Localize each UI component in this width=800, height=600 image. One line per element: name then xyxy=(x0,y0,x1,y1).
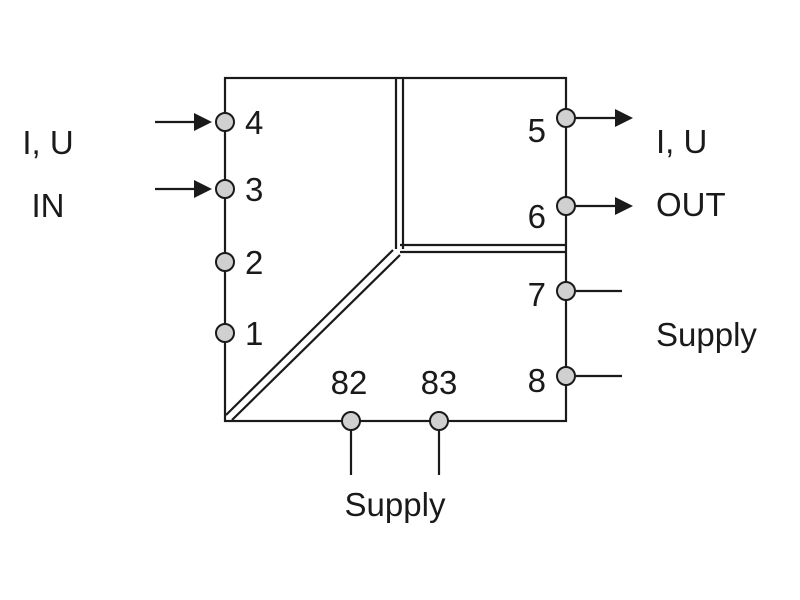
terminal-83-label: 83 xyxy=(421,364,458,401)
terminal-8[interactable] xyxy=(556,366,576,386)
divider-diagonal-a xyxy=(225,249,394,416)
terminal-2-label: 2 xyxy=(245,244,263,281)
terminal-5[interactable] xyxy=(556,108,576,128)
input-direction-label: IN xyxy=(32,187,65,224)
terminal-1[interactable] xyxy=(215,323,235,343)
supply-bottom-label: Supply xyxy=(345,486,446,523)
supply-right-label: Supply xyxy=(656,316,757,353)
output-direction-label: OUT xyxy=(656,186,726,223)
terminal-2[interactable] xyxy=(215,252,235,272)
terminal-6[interactable] xyxy=(556,196,576,216)
input-signal-label: I, U xyxy=(22,124,73,161)
output-signal-label: I, U xyxy=(656,123,707,160)
terminal-3[interactable] xyxy=(215,179,235,199)
terminal-6-label: 6 xyxy=(528,198,546,235)
terminal-7[interactable] xyxy=(556,281,576,301)
terminal-8-label: 8 xyxy=(528,362,546,399)
output-arrow-6 xyxy=(576,197,633,215)
input-arrow-4 xyxy=(155,113,212,131)
terminal-82-label: 82 xyxy=(331,364,368,401)
terminal-4-label: 4 xyxy=(245,104,263,141)
terminal-1-label: 1 xyxy=(245,315,263,352)
terminal-83[interactable] xyxy=(429,411,449,431)
divider-diagonal-b xyxy=(231,254,401,421)
terminal-3-label: 3 xyxy=(245,171,263,208)
terminal-5-label: 5 xyxy=(528,112,546,149)
output-arrow-5 xyxy=(576,109,633,127)
terminal-7-label: 7 xyxy=(528,276,546,313)
input-arrow-3 xyxy=(155,180,212,198)
terminal-4[interactable] xyxy=(215,112,235,132)
terminal-82[interactable] xyxy=(341,411,361,431)
